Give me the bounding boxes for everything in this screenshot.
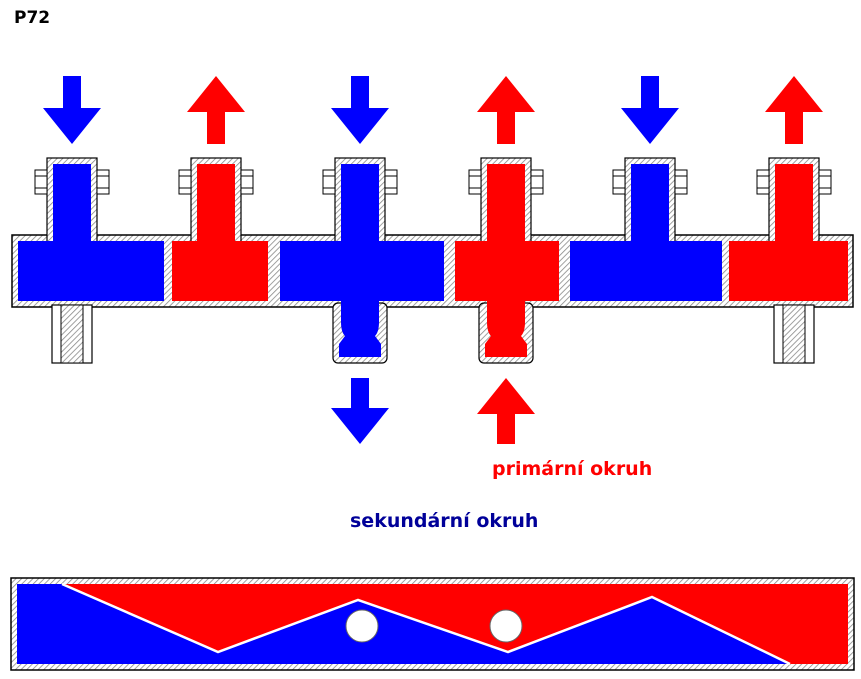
flow-arrow-down-icon [331,378,389,444]
top-port-3 [322,157,398,246]
top-port-1 [34,157,110,246]
bottom-port-3 [478,296,534,364]
bottom-port-4 [773,304,815,364]
chamber-4 [455,241,559,301]
flow-arrow-up-icon [187,76,245,144]
top-arrows [43,76,823,144]
cross-section-cold-zone [17,584,790,664]
top-port-6 [756,157,832,246]
cross-section-hole-left [345,609,379,643]
flow-arrow-up-icon [477,378,535,444]
bottom-port-1 [51,304,93,364]
chamber-5 [570,241,722,301]
top-ports [34,157,832,246]
flow-arrow-down-icon [331,76,389,144]
diagram-title: P72 [14,8,51,28]
chamber-1 [18,241,164,301]
chamber-2 [172,241,268,301]
primary-circuit-label: primární okruh [492,458,653,480]
secondary-circuit-label: sekundární okruh [350,510,539,532]
flow-arrow-up-icon [477,76,535,144]
top-port-5 [612,157,688,246]
cross-section-hole-right [489,609,523,643]
cross-section-view [10,577,855,671]
manifold-chambers [18,241,848,301]
top-port-2 [178,157,254,246]
flow-arrow-down-icon [43,76,101,144]
flow-arrow-down-icon [621,76,679,144]
bottom-port-2 [332,296,388,364]
flow-arrow-up-icon [765,76,823,144]
chamber-6 [729,241,848,301]
top-port-4 [468,157,544,246]
bottom-arrows [331,378,535,444]
chamber-3 [280,241,444,301]
bottom-ports [51,296,815,364]
